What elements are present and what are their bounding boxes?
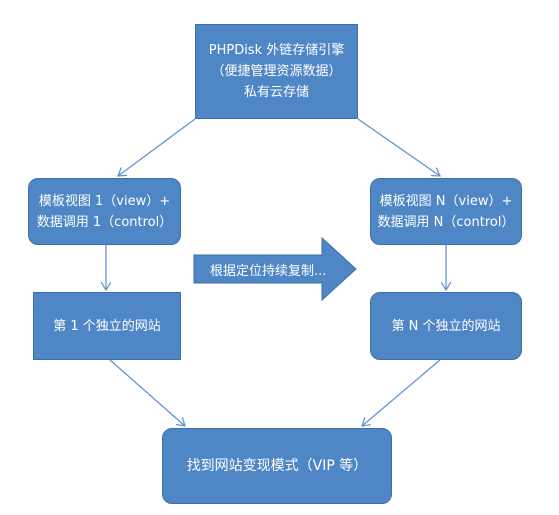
connector-top-to-left-template (118, 118, 196, 176)
right-site-node: 第 N 个独立的网站 (370, 292, 522, 360)
right-site-label: 第 N 个独立的网站 (391, 318, 501, 334)
big-replication-arrow (193, 236, 357, 302)
left-template-line-2: 数据调用 1（control） (36, 214, 173, 230)
connector-right-site-to-bottom (362, 359, 441, 426)
top-node-line-1: PHPDisk 外链存储引擎 (208, 43, 345, 58)
left-template-line-1: 模板视图 1（view）+ (38, 193, 171, 209)
left-site-node: 第 1 个独立的网站 (33, 292, 181, 360)
right-template-node: 模板视图 N（view）+ 数据调用 N（control） (370, 178, 522, 245)
left-site-label: 第 1 个独立的网站 (53, 318, 161, 334)
connector-top-to-right-template (357, 118, 440, 176)
left-template-node: 模板视图 1（view）+ 数据调用 1（control） (28, 178, 181, 245)
right-template-line-1: 模板视图 N（view）+ (379, 193, 513, 209)
top-node-line-3: 私有云存储 (243, 85, 309, 100)
top-node-line-2: （便捷管理资源数据） (211, 64, 342, 79)
big-arrow-label: 根据定位持续复制... (196, 256, 346, 282)
top-node-phpdisk-engine: PHPDisk 外链存储引擎 （便捷管理资源数据） 私有云存储 (195, 24, 358, 119)
bottom-node-monetization: 找到网站变现模式（VIP 等） (162, 428, 392, 504)
connector-left-site-to-bottom (109, 359, 185, 426)
big-arrow-text: 根据定位持续复制... (210, 263, 327, 279)
bottom-node-label: 找到网站变现模式（VIP 等） (186, 457, 368, 474)
right-template-line-2: 数据调用 N（control） (377, 214, 515, 230)
